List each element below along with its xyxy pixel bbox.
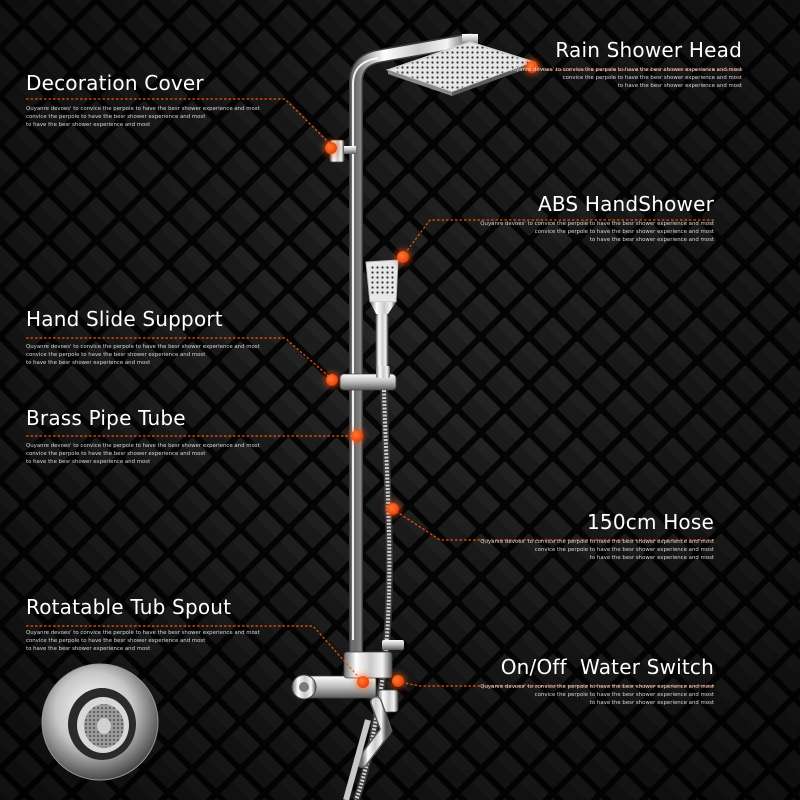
- callout-description: Quyanre devoes' to convice the perpole t…: [26, 106, 260, 129]
- callout-description: Quyanre devoes' to convice the perpole t…: [480, 221, 714, 244]
- hotspot-hose[interactable]: [387, 503, 399, 515]
- callout-rain-shower-head: Rain Shower Head Quyanre devoes' to conv…: [508, 38, 742, 91]
- tub-spout-zoom-image: [41, 663, 159, 781]
- hotspot-abs-handshower[interactable]: [397, 251, 409, 263]
- callout-description: Quyanre devoes' to convice the perpole t…: [480, 539, 714, 562]
- callout-description: Quyanre devoes' to convice the perpole t…: [508, 67, 742, 90]
- callout-title: ABS HandShower: [537, 192, 714, 216]
- callout-description: Quyanre devoes' to convice the perpole t…: [26, 443, 260, 466]
- hotspot-rotatable-tub-spout[interactable]: [357, 676, 369, 688]
- callout-hand-slide-support: Hand Slide Support Quyanre devoes' to co…: [26, 307, 260, 368]
- callout-abs-handshower: ABS HandShower Quyanre devoes' to convic…: [480, 192, 714, 245]
- hotspot-decoration-cover[interactable]: [325, 142, 337, 154]
- callout-description: Quyanre devoes' to convice the perpole t…: [26, 630, 260, 653]
- callout-title: Hand Slide Support: [26, 307, 223, 331]
- callout-title: Rotatable Tub Spout: [26, 595, 232, 619]
- callout-water-switch: On/Off Water Switch Quyanre devoes' to c…: [480, 655, 714, 708]
- callout-title: Decoration Cover: [26, 71, 204, 95]
- hotspot-brass-pipe-tube[interactable]: [351, 430, 363, 442]
- callout-rotatable-tub-spout: Rotatable Tub Spout Quyanre devoes' to c…: [26, 595, 260, 654]
- hotspot-hand-slide-support[interactable]: [326, 374, 338, 386]
- hotspot-rain-shower-head[interactable]: [526, 61, 538, 73]
- callout-decoration-cover: Decoration Cover Quyanre devoes' to conv…: [26, 71, 260, 130]
- callout-title: Brass Pipe Tube: [26, 406, 186, 430]
- callout-title: On/Off Water Switch: [500, 655, 714, 679]
- callout-hose: 150cm Hose Quyanre devoes' to convice th…: [480, 510, 714, 563]
- callout-title: Rain Shower Head: [555, 38, 742, 62]
- callout-description: Quyanre devoes' to convice the perpole t…: [26, 344, 260, 367]
- callout-description: Quyanre devoes' to convice the perpole t…: [480, 684, 714, 707]
- callout-brass-pipe-tube: Brass Pipe Tube Quyanre devoes' to convi…: [26, 406, 260, 467]
- hotspot-water-switch[interactable]: [392, 675, 404, 687]
- callout-title: 150cm Hose: [586, 510, 714, 534]
